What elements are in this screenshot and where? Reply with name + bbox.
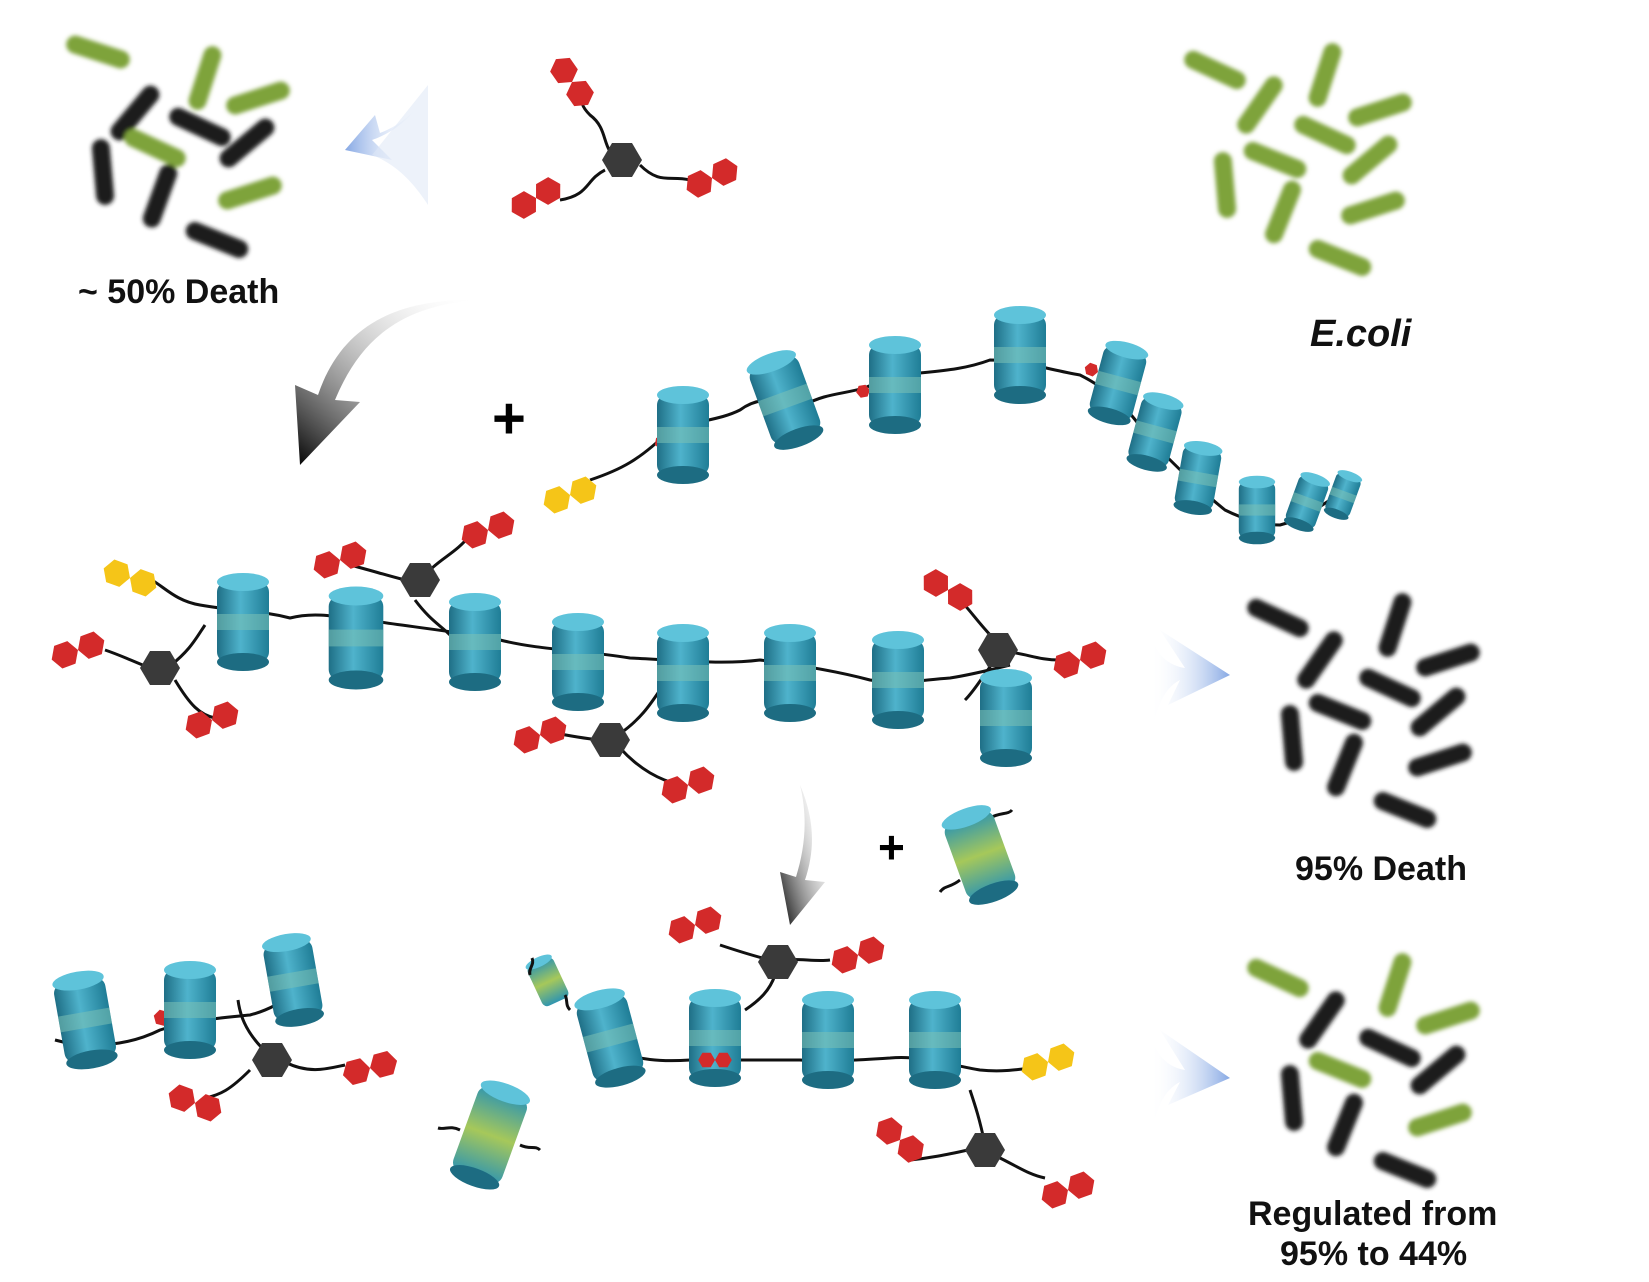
tripodal-guest-molecule bbox=[505, 52, 743, 223]
bacteria-cluster-live bbox=[1181, 40, 1415, 279]
host-guest-fragment-center bbox=[572, 904, 1099, 1211]
plus-sign-top: + bbox=[492, 386, 526, 451]
curved-arrow-down bbox=[780, 785, 825, 925]
curved-arrow-down-left bbox=[295, 299, 480, 465]
flow-arrow-right-middle bbox=[1150, 620, 1230, 770]
bacteria-cluster-regulated bbox=[1244, 950, 1483, 1191]
bacteria-cluster-half-dead bbox=[63, 33, 293, 261]
free-host-competitor bbox=[938, 805, 1019, 905]
host-guest-fragment-left bbox=[50, 929, 401, 1124]
plus-sign-bottom: + bbox=[878, 821, 905, 873]
free-host-small bbox=[525, 954, 572, 1012]
free-host-large bbox=[437, 1080, 542, 1190]
label-regulated-line2: 95% to 44% bbox=[1280, 1235, 1468, 1273]
label-half-death: ~ 50% Death bbox=[78, 273, 280, 311]
flow-arrow-right-bottom bbox=[1150, 1020, 1230, 1170]
bacteria-cluster-dead bbox=[1244, 590, 1483, 831]
host-guest-chain-upper bbox=[539, 306, 1364, 545]
flow-arrow-left bbox=[345, 85, 428, 205]
label-ecoli: E.coli bbox=[1310, 313, 1412, 355]
host-guest-network-middle bbox=[47, 509, 1111, 806]
label-95-death: 95% Death bbox=[1295, 850, 1467, 888]
label-regulated-line1: Regulated from bbox=[1248, 1195, 1498, 1233]
